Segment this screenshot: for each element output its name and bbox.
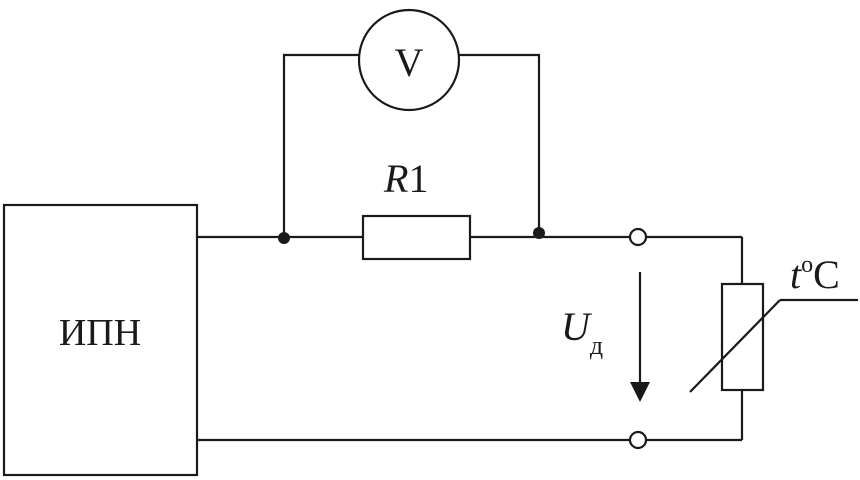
resistor-label-letter: R bbox=[383, 156, 408, 201]
thermistor-label-degree: o bbox=[801, 252, 813, 278]
power-supply-label: ИПН bbox=[59, 312, 141, 354]
voltage-arrow bbox=[630, 272, 650, 402]
wiring bbox=[197, 53, 744, 442]
junction-dot-left bbox=[278, 232, 290, 244]
voltage-label: Uд bbox=[561, 304, 603, 360]
voltage-label-letter: U bbox=[561, 304, 593, 349]
terminal-bottom bbox=[628, 430, 648, 450]
resistor-label-index: 1 bbox=[408, 156, 428, 201]
terminal-top bbox=[628, 227, 648, 247]
resistor-label: R1 bbox=[383, 156, 428, 201]
thermistor-label: toC bbox=[790, 252, 840, 297]
thermistor-label-unit: C bbox=[813, 252, 840, 297]
voltage-label-subscript: д bbox=[590, 331, 603, 360]
thermistor-slash bbox=[689, 299, 781, 393]
voltmeter-label: V bbox=[395, 40, 424, 85]
arrow-head-icon bbox=[630, 382, 650, 402]
power-supply-block: ИПН bbox=[2, 203, 199, 477]
resistor-r1: R1 bbox=[361, 156, 472, 261]
thermistor bbox=[689, 282, 858, 393]
voltmeter-right-lead bbox=[459, 53, 541, 233]
thermistor-label-letter: t bbox=[790, 252, 802, 297]
voltmeter-left-lead bbox=[282, 53, 359, 237]
voltmeter: V bbox=[357, 8, 461, 112]
junction-dot-right bbox=[533, 227, 545, 239]
